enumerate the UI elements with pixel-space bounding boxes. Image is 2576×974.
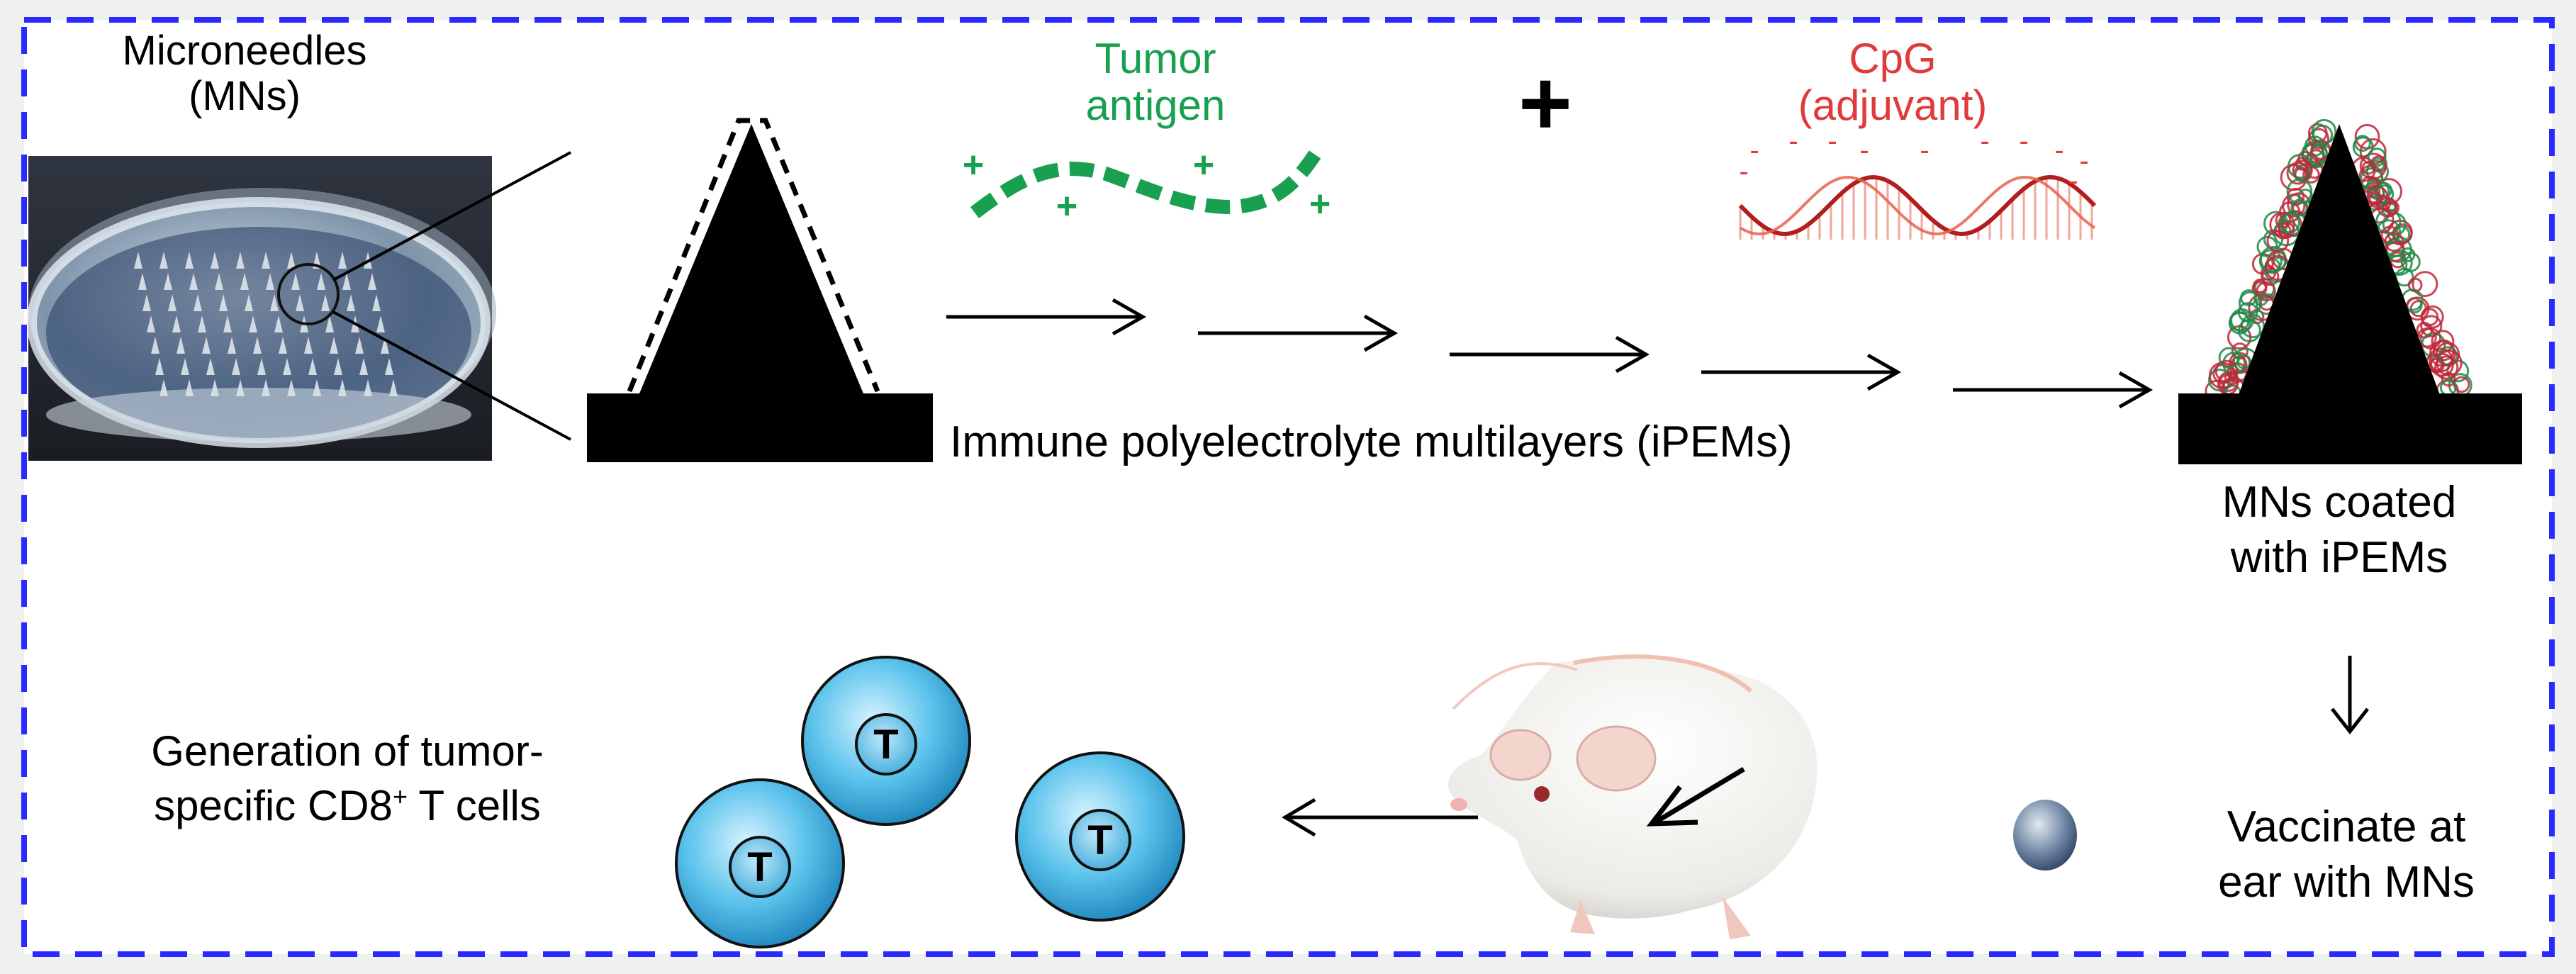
zoom-line-bottom bbox=[332, 310, 571, 441]
tumor-antigen-label: Tumor antigen bbox=[1028, 35, 1283, 129]
arrow-icon bbox=[1282, 797, 1478, 837]
cpg-charge: - bbox=[1739, 156, 1748, 187]
coated-label: MNs coated with iPEMs bbox=[2148, 475, 2531, 585]
cpg-charge: - bbox=[2068, 165, 2078, 196]
t-cell-letter: T bbox=[873, 722, 898, 768]
microneedles-label-line2: (MNs) bbox=[189, 72, 301, 119]
antigen-charge: + bbox=[1056, 186, 1077, 227]
antigen-charge: + bbox=[963, 145, 984, 186]
microneedles-label: Microneedles (MNs) bbox=[67, 28, 422, 119]
coated-microneedle-icon bbox=[2178, 118, 2522, 464]
t-cell-icon: T bbox=[675, 778, 845, 948]
microneedles-label-line1: Microneedles bbox=[122, 28, 367, 74]
arrow-icon bbox=[946, 298, 2154, 409]
antigen-chain-icon: + + + + bbox=[963, 145, 1331, 227]
cpg-charge: - bbox=[2079, 145, 2088, 177]
vaccinate-label: Vaccinate at ear with MNs bbox=[2148, 800, 2545, 909]
vaccinate-label-line1: Vaccinate at bbox=[2227, 802, 2466, 851]
cpg-charge: - bbox=[2019, 125, 2028, 157]
microneedle-outline-icon bbox=[587, 118, 933, 462]
ipems-caption: Immune polyelectrolyte multilayers (iPEM… bbox=[950, 418, 1793, 466]
cpg-charge: - bbox=[1859, 135, 1869, 166]
dna-strand-icon: ----------- bbox=[1738, 125, 2097, 240]
generation-label-suffix: T cells bbox=[407, 781, 541, 829]
cpg-charge: - bbox=[1788, 125, 1798, 157]
tumor-antigen-line1: Tumor bbox=[1094, 35, 1216, 82]
cpg-charge: - bbox=[1749, 135, 1759, 166]
zoom-line-top bbox=[332, 151, 571, 281]
coated-label-line2: with iPEMs bbox=[2230, 532, 2448, 582]
antigen-charge: + bbox=[1309, 184, 1331, 225]
cpg-label-line1: CpG bbox=[1849, 35, 1937, 82]
t-cell-icon: T bbox=[1015, 751, 1185, 922]
cpg-label-line2: (adjuvant) bbox=[1798, 82, 1988, 129]
cpg-charge: - bbox=[1827, 125, 1837, 157]
cpg-label: CpG (adjuvant) bbox=[1730, 35, 2056, 129]
t-cell-letter: T bbox=[1087, 817, 1112, 863]
t-cell-letter: T bbox=[747, 844, 772, 890]
tumor-antigen-line2: antigen bbox=[1085, 82, 1226, 129]
generation-label-sup: + bbox=[392, 781, 408, 811]
generation-label: Generation of tumor- specific CD8+ T cel… bbox=[43, 724, 652, 834]
coated-label-line1: MNs coated bbox=[2222, 478, 2457, 527]
cpg-charge: - bbox=[1920, 135, 1929, 166]
mouse-icon bbox=[1447, 654, 1818, 939]
patch-icon bbox=[2013, 800, 2077, 871]
antigen-charge: + bbox=[1193, 145, 1214, 186]
arrow-icon bbox=[2331, 656, 2369, 735]
t-cell-icon: T bbox=[801, 656, 971, 826]
cpg-charge: - bbox=[1980, 125, 1989, 157]
generation-label-line2: specific CD8+ T cells bbox=[43, 779, 652, 834]
generation-label-line1: Generation of tumor- bbox=[151, 727, 544, 775]
generation-label-prefix: specific CD8 bbox=[154, 781, 393, 829]
cpg-charge: - bbox=[2054, 135, 2063, 166]
dashed-border bbox=[21, 17, 2555, 957]
vaccinate-label-line2: ear with MNs bbox=[2218, 857, 2475, 907]
plus-sign: + bbox=[1518, 51, 1572, 155]
microneedle-patch-icon bbox=[27, 156, 496, 461]
